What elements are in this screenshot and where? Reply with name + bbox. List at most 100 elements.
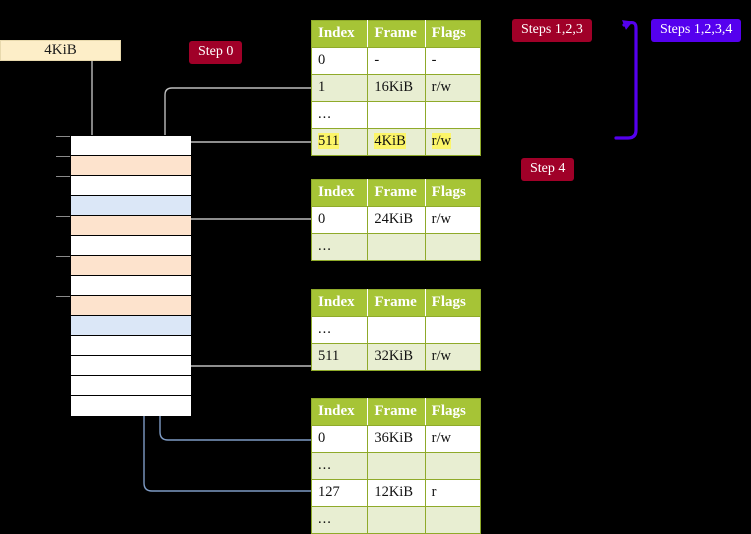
cell-frame: 16KiB [367, 74, 426, 102]
cell-index: 0 [311, 206, 369, 234]
table-row: 0 - - [311, 47, 481, 75]
memory-tick [56, 136, 70, 137]
column-header-flags: Flags [425, 20, 481, 48]
wire-t1-4kib-to-memory [177, 141, 311, 210]
cell-index: ... [311, 452, 369, 480]
table-row: 511 4KiB r/w [311, 128, 481, 156]
column-header-frame: Frame [367, 398, 426, 426]
wire-t3-32kib-to-memory [171, 304, 311, 367]
memory-row [71, 336, 191, 356]
memory-row [56, 176, 191, 196]
column-header-frame: Frame [367, 20, 426, 48]
table-header-row: Index Frame Flags [311, 20, 481, 48]
page-table-level-1: Index Frame Flags 0 - - 1 16KiB r/w ... [311, 20, 481, 156]
memory-row [56, 136, 191, 156]
page-table-level-3: Index Frame Flags ... 511 32KiB r/w [311, 289, 481, 371]
column-header-flags: Flags [425, 289, 481, 317]
cell-flags: r/w [425, 74, 481, 102]
cell-index: 127 [311, 479, 369, 507]
cell-frame: 4KiB [367, 128, 426, 156]
memory-row [56, 296, 191, 316]
cell-index: ... [311, 316, 369, 344]
page-table-level-2: Index Frame Flags 0 24KiB r/w ... [311, 179, 481, 261]
cell-flags [425, 506, 481, 534]
cell-index: 511 [311, 343, 369, 371]
table-row: 1 16KiB r/w [311, 74, 481, 102]
cell-flags [425, 452, 481, 480]
cell-index: 0 [311, 425, 369, 453]
table-row: 0 36KiB r/w [311, 425, 481, 453]
cell-index-value: 511 [318, 133, 340, 149]
table-row: 127 12KiB r [311, 479, 481, 507]
column-header-index: Index [311, 179, 369, 207]
memory-row [71, 276, 191, 296]
table-header-row: Index Frame Flags [311, 179, 481, 207]
memory-row [71, 396, 191, 416]
memory-tick [56, 176, 70, 177]
cell-flags [425, 101, 481, 129]
table-header-row: Index Frame Flags [311, 398, 481, 426]
cell-frame [367, 506, 426, 534]
cell-frame [367, 101, 426, 129]
column-header-index: Index [311, 289, 369, 317]
cell-index: 511 [311, 128, 369, 156]
cell-frame [367, 316, 426, 344]
cell-frame: 12KiB [367, 479, 426, 507]
cell-frame-value: 4KiB [374, 133, 406, 149]
table-row: ... [311, 316, 481, 344]
memory-row [71, 376, 191, 396]
arrow-repeat-steps [614, 20, 638, 140]
cell-frame: 24KiB [367, 206, 426, 234]
cell-frame [367, 233, 426, 261]
column-header-frame: Frame [367, 289, 426, 317]
cell-index: 0 [311, 47, 369, 75]
memory-row [56, 256, 191, 276]
cell-index: ... [311, 101, 369, 129]
column-header-index: Index [311, 398, 369, 426]
table-row: ... [311, 452, 481, 480]
memory-row [56, 216, 191, 236]
memory-row [71, 236, 191, 256]
table-row: 511 32KiB r/w [311, 343, 481, 371]
cell-flags: r [425, 479, 481, 507]
cell-frame [367, 452, 426, 480]
column-header-frame: Frame [367, 179, 426, 207]
cell-flags: r/w [425, 343, 481, 371]
column-header-index: Index [311, 20, 369, 48]
column-header-flags: Flags [425, 179, 481, 207]
badge-step-4: Step 4 [521, 158, 575, 181]
page-table-level-4: Index Frame Flags 0 36KiB r/w ... 127 12… [311, 398, 481, 534]
page-size-box: 4KiB [0, 40, 121, 61]
wire-t2-24kib-to-memory [177, 218, 311, 250]
cell-index: ... [311, 506, 369, 534]
memory-tick [56, 156, 70, 157]
badge-step-0: Step 0 [189, 41, 243, 64]
memory-row [71, 196, 191, 216]
table-row: 0 24KiB r/w [311, 206, 481, 234]
badge-steps-123: Steps 1,2,3 [512, 19, 592, 42]
cell-flags: - [425, 47, 481, 75]
memory-tick [56, 216, 70, 217]
cell-index: ... [311, 233, 369, 261]
cell-frame: 36KiB [367, 425, 426, 453]
cell-flags: r/w [425, 128, 481, 156]
cell-flags [425, 233, 481, 261]
cell-frame: 32KiB [367, 343, 426, 371]
memory-row [71, 316, 191, 336]
memory-tick [56, 296, 70, 297]
physical-memory-column [56, 135, 191, 416]
memory-tick [56, 256, 70, 257]
cell-flags-value: r/w [431, 133, 451, 149]
table-row: ... [311, 506, 481, 534]
table-header-row: Index Frame Flags [311, 289, 481, 317]
cell-flags: r/w [425, 425, 481, 453]
cell-flags [425, 316, 481, 344]
table-row: ... [311, 233, 481, 261]
badge-steps-1234: Steps 1,2,3,4 [651, 19, 742, 42]
table-row: ... [311, 101, 481, 129]
cell-frame: - [367, 47, 426, 75]
memory-row [56, 156, 191, 176]
memory-row [71, 356, 191, 376]
cell-flags: r/w [425, 206, 481, 234]
